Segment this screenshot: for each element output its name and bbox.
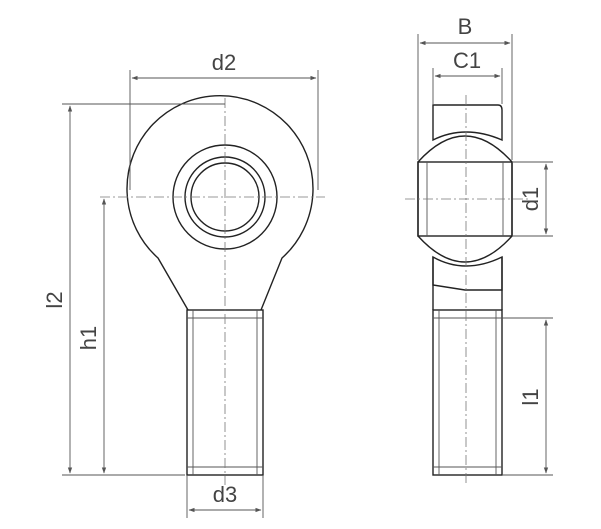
rod-end-head-outline: [126, 94, 314, 311]
housing-top-section: [432, 104, 503, 142]
label-h1: h1: [76, 326, 101, 350]
side-view: B C1 d1 l1: [405, 14, 553, 485]
front-view: d2 l2 h1 d3: [42, 50, 325, 518]
label-d1: d1: [518, 187, 543, 211]
dimension-d2: d2: [129, 50, 319, 190]
dimension-C1: C1: [432, 48, 503, 104]
dimension-h1: h1: [76, 198, 107, 474]
label-C1: C1: [453, 48, 481, 73]
label-B: B: [458, 14, 473, 39]
dimension-d3: d3: [186, 475, 264, 518]
side-threaded-shank: [432, 309, 503, 476]
side-neck: [432, 257, 503, 310]
dimension-l2: l2: [42, 103, 225, 476]
label-d3: d3: [213, 482, 237, 507]
label-l1: l1: [518, 388, 543, 405]
dimension-l1: l1: [502, 317, 553, 476]
label-l2: l2: [42, 291, 67, 308]
dimension-d1: d1: [512, 161, 553, 237]
dimension-B: B: [417, 14, 513, 160]
label-d2: d2: [212, 50, 236, 75]
housing-bottom-section: [432, 255, 503, 291]
